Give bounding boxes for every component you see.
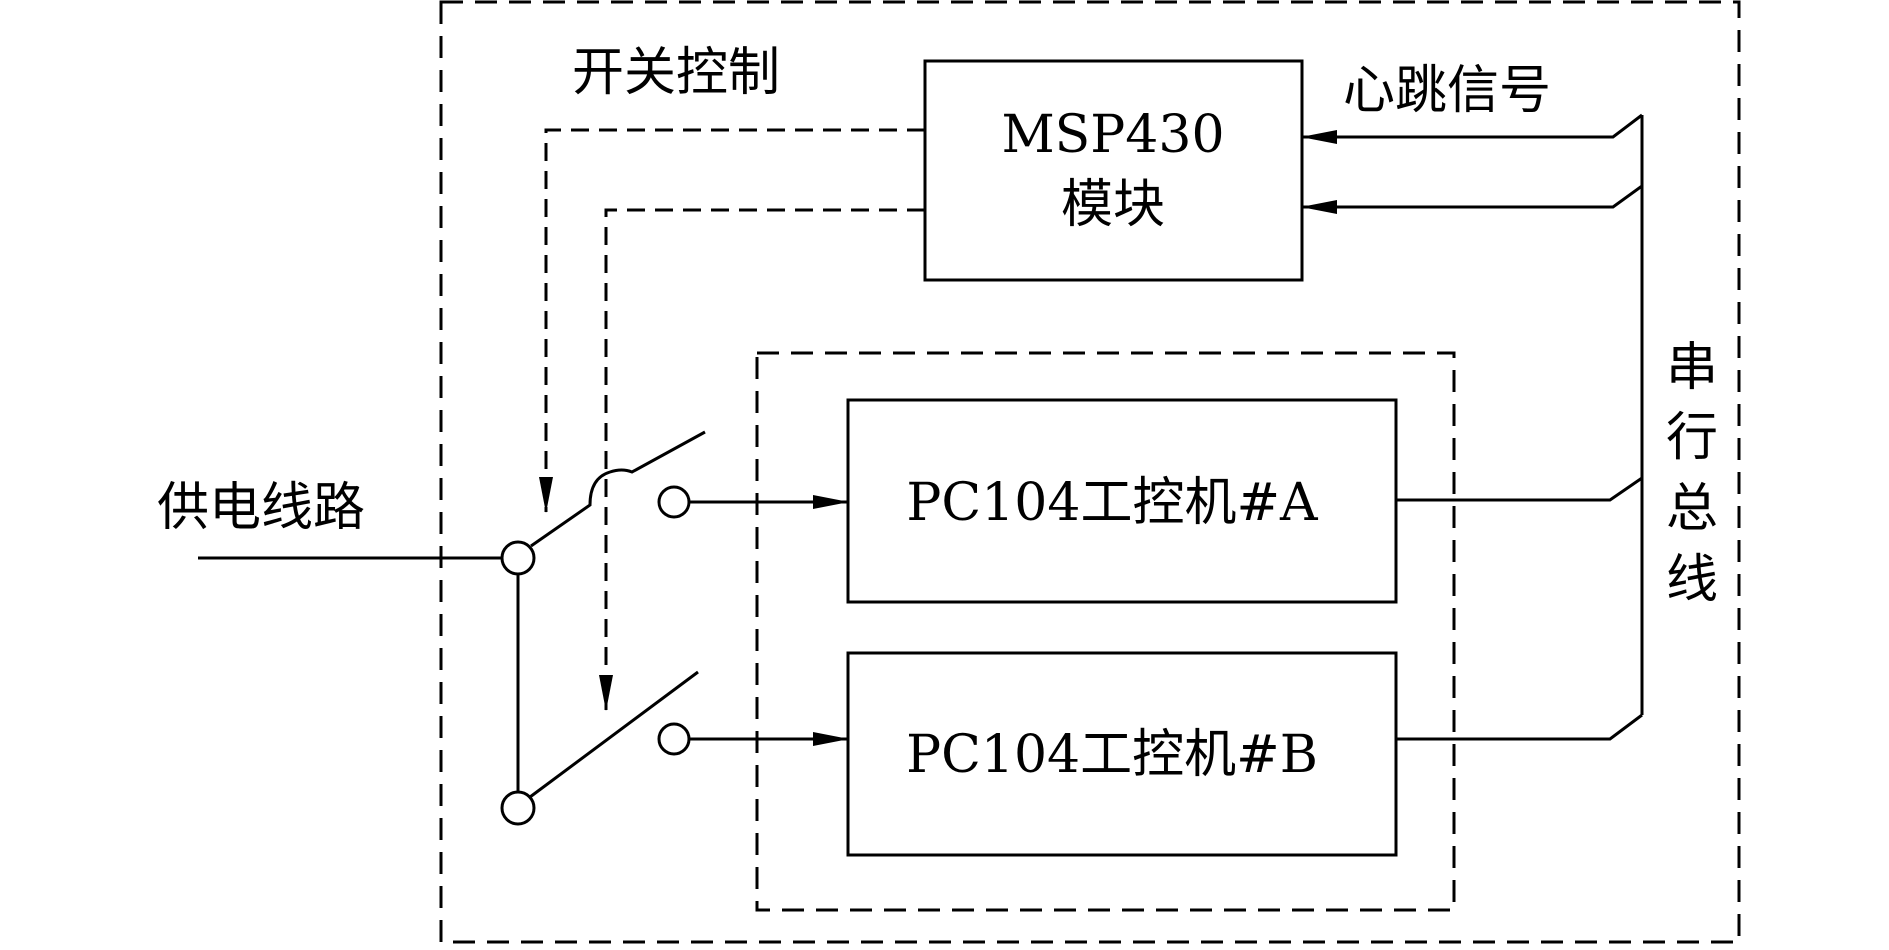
serial-bus-to-pc104-b <box>1396 713 1643 741</box>
serial-bus-label: 串 行 总 线 <box>1666 338 1718 610</box>
heartbeat-line-a <box>1301 113 1643 144</box>
switch-b <box>500 670 699 826</box>
serial-bus-char-2: 行 <box>1666 408 1718 468</box>
pc104-b-label: PC104工控机#B <box>906 725 1318 785</box>
switch-b-blade <box>529 670 699 799</box>
msp430-label-line1: MSP430 <box>1001 105 1224 165</box>
switch-a <box>500 430 706 576</box>
heartbeat-line-b <box>1301 184 1644 214</box>
msp430-label-line2: 模块 <box>1061 175 1165 235</box>
serial-bus-char-1: 串 <box>1666 338 1718 398</box>
heartbeat-signal-label: 心跳信号 <box>1343 61 1551 121</box>
pc104-b-block: PC104工控机#B <box>846 651 1398 857</box>
pc104-group-boundary <box>755 351 1456 912</box>
switch-a-blade <box>530 430 706 548</box>
pc104-a-label: PC104工控机#A <box>906 473 1319 533</box>
switch-control-line-b <box>599 208 925 711</box>
switch-a-pivot <box>500 540 536 576</box>
serial-bus-to-pc104-a <box>1396 476 1643 502</box>
msp430-module: MSP430 模块 <box>923 59 1304 282</box>
power-line-label: 供电线路 <box>157 478 365 538</box>
switch-a-contact <box>657 485 691 519</box>
serial-bus-char-4: 线 <box>1666 550 1718 610</box>
switch-b-pivot <box>500 790 536 826</box>
serial-bus-char-3: 总 <box>1666 479 1718 539</box>
switch-control-label: 开关控制 <box>572 43 780 103</box>
switch-b-contact <box>657 722 691 756</box>
switch-control-line-a <box>539 128 925 513</box>
pc104-a-block: PC104工控机#A <box>846 398 1398 604</box>
outer-system-boundary <box>439 0 1741 944</box>
